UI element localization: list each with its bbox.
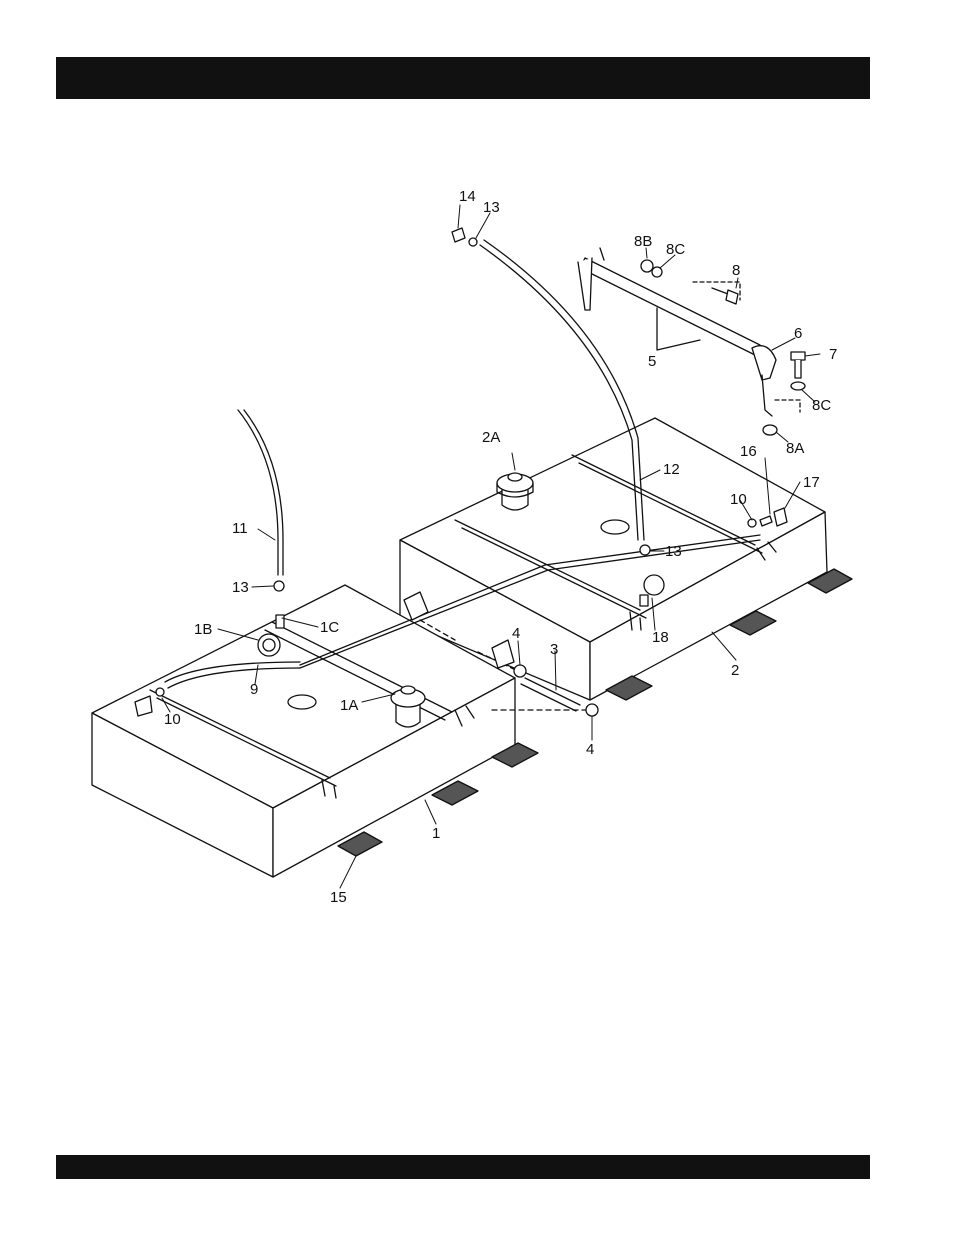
callout-16: 16 (740, 443, 757, 460)
callout-7: 7 (829, 346, 837, 363)
callout-18: 18 (652, 629, 669, 646)
callout-10-left: 10 (164, 711, 181, 728)
callout-2: 2 (731, 662, 739, 679)
callout-9: 9 (250, 681, 258, 698)
callout-4-top: 4 (512, 625, 520, 642)
hold-down-bracket (578, 248, 805, 435)
callout-17: 17 (803, 474, 820, 491)
callout-8a: 8A (786, 440, 804, 457)
filler-neck-2a (497, 473, 533, 510)
callout-8c-bottom: 8C (812, 397, 831, 414)
callout-8c-top: 8C (666, 241, 685, 258)
callout-15: 15 (330, 889, 347, 906)
callout-2a: 2A (482, 429, 500, 446)
callout-8b: 8B (634, 233, 652, 250)
callout-3: 3 (550, 641, 558, 658)
callout-5: 5 (648, 353, 656, 370)
callout-13-mid: 13 (665, 543, 682, 560)
callout-13-left: 13 (232, 579, 249, 596)
callout-1: 1 (432, 825, 440, 842)
callout-10-right: 10 (730, 491, 747, 508)
callout-14: 14 (459, 188, 476, 205)
callout-8: 8 (732, 262, 740, 279)
callout-11: 11 (232, 520, 248, 537)
callout-13-top: 13 (483, 199, 500, 216)
callout-12: 12 (663, 461, 680, 478)
callout-6: 6 (794, 325, 802, 342)
callout-4-bottom: 4 (586, 741, 594, 758)
callout-1a: 1A (340, 697, 358, 714)
callout-1b: 1B (194, 621, 212, 638)
callout-1c: 1C (320, 619, 339, 636)
hose-11 (238, 410, 278, 575)
filler-neck-1a (391, 686, 425, 727)
